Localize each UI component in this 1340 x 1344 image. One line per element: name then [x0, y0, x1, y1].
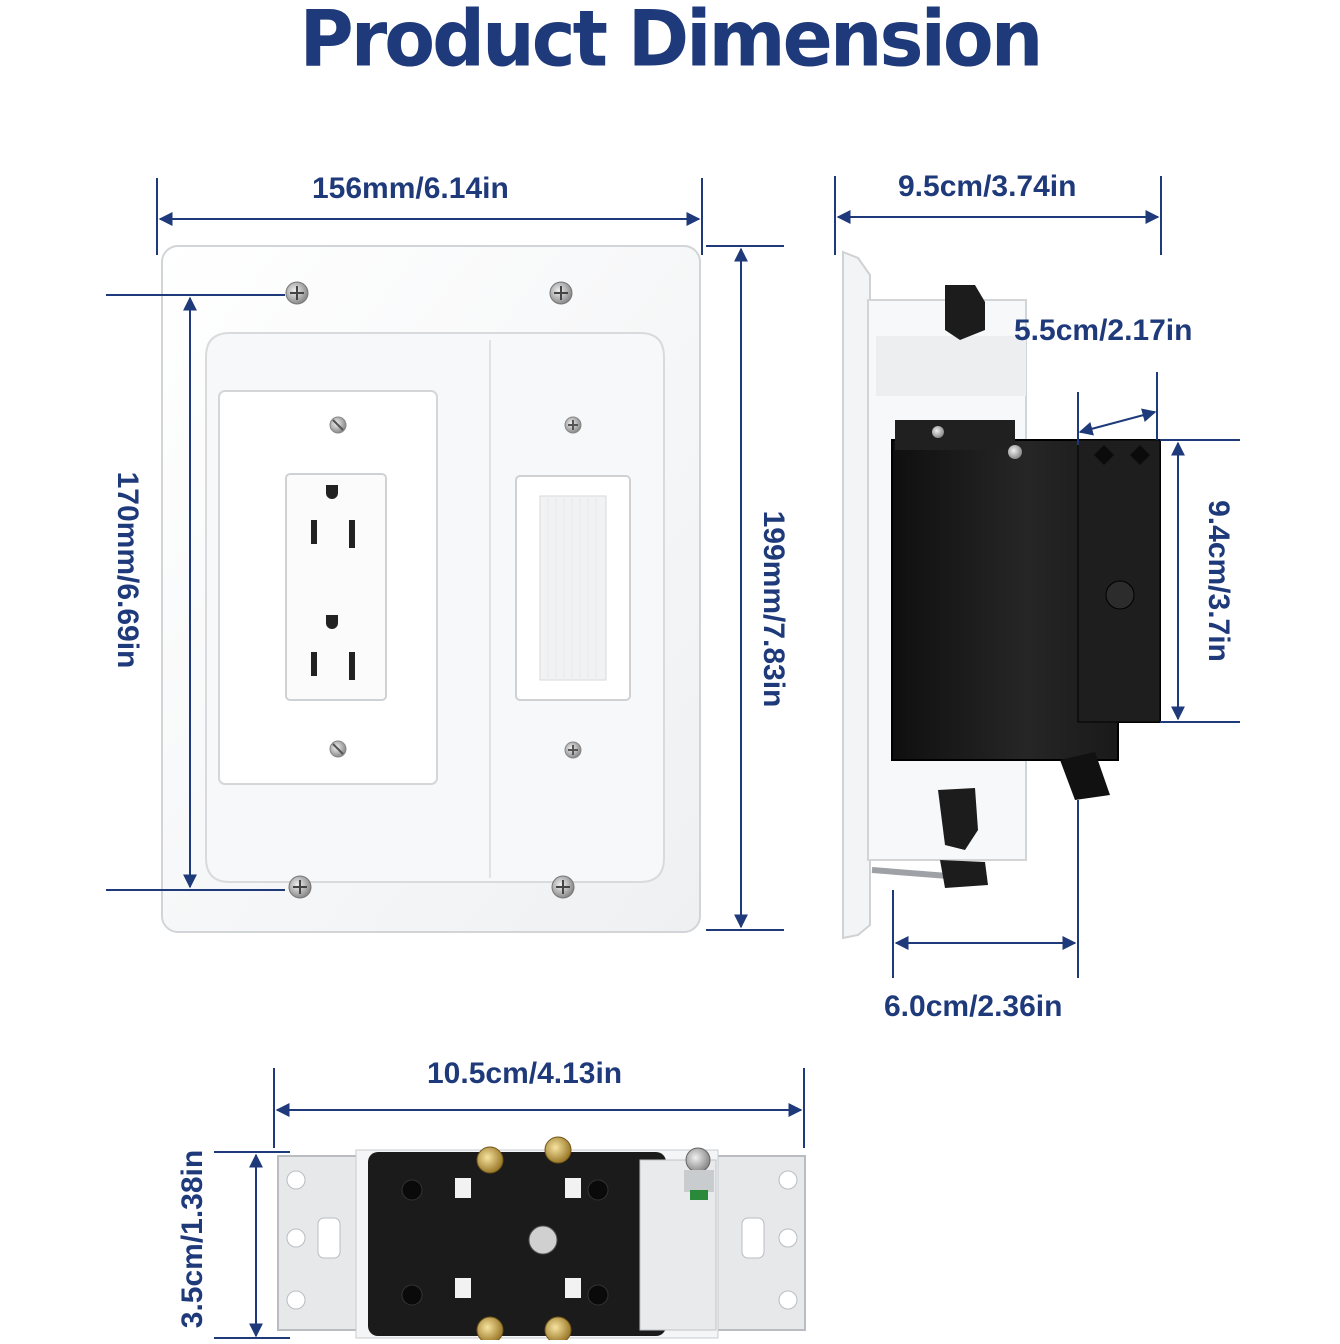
screw-icon — [549, 281, 573, 305]
receptacle-dimension-lines — [214, 1068, 805, 1339]
lower-outlet-icon — [311, 615, 355, 680]
screw-icon — [288, 875, 312, 899]
front-inner-height-label: 170mm/6.69in — [111, 471, 144, 669]
screw-icon — [932, 426, 944, 438]
screw-icon — [1008, 445, 1022, 459]
receptacle-view — [277, 1136, 806, 1340]
side-view — [842, 250, 1161, 940]
front-width-label: 156mm/6.14in — [312, 172, 509, 205]
upper-outlet-icon — [311, 485, 355, 548]
front-view — [161, 245, 701, 933]
side-dimension-lines — [834, 176, 1240, 978]
screw-icon — [329, 416, 347, 434]
receptacle-width-label: 3.5cm/1.38in — [176, 1149, 209, 1329]
plate-edge — [842, 250, 871, 940]
side-offset-label: 5.5cm/2.17in — [1014, 314, 1193, 347]
receptacle-face — [285, 473, 387, 701]
screw-icon — [329, 740, 347, 758]
side-depth-label: 9.5cm/3.74in — [898, 170, 1077, 203]
screw-icon — [564, 741, 582, 759]
receptacle-length-label: 10.5cm/4.13in — [427, 1057, 623, 1090]
side-box-depth-label: 6.0cm/2.36in — [884, 990, 1063, 1023]
front-outer-height-label: 199mm/7.83in — [757, 510, 790, 708]
ground-screw-icon — [684, 1147, 714, 1200]
page-title: Product Dimension — [299, 0, 1044, 85]
front-dimension-lines — [106, 178, 784, 931]
side-box-height-label: 9.4cm/3.7in — [1202, 500, 1235, 662]
screw-icon — [564, 416, 582, 434]
screw-icon — [551, 875, 575, 899]
screw-icon — [285, 281, 309, 305]
